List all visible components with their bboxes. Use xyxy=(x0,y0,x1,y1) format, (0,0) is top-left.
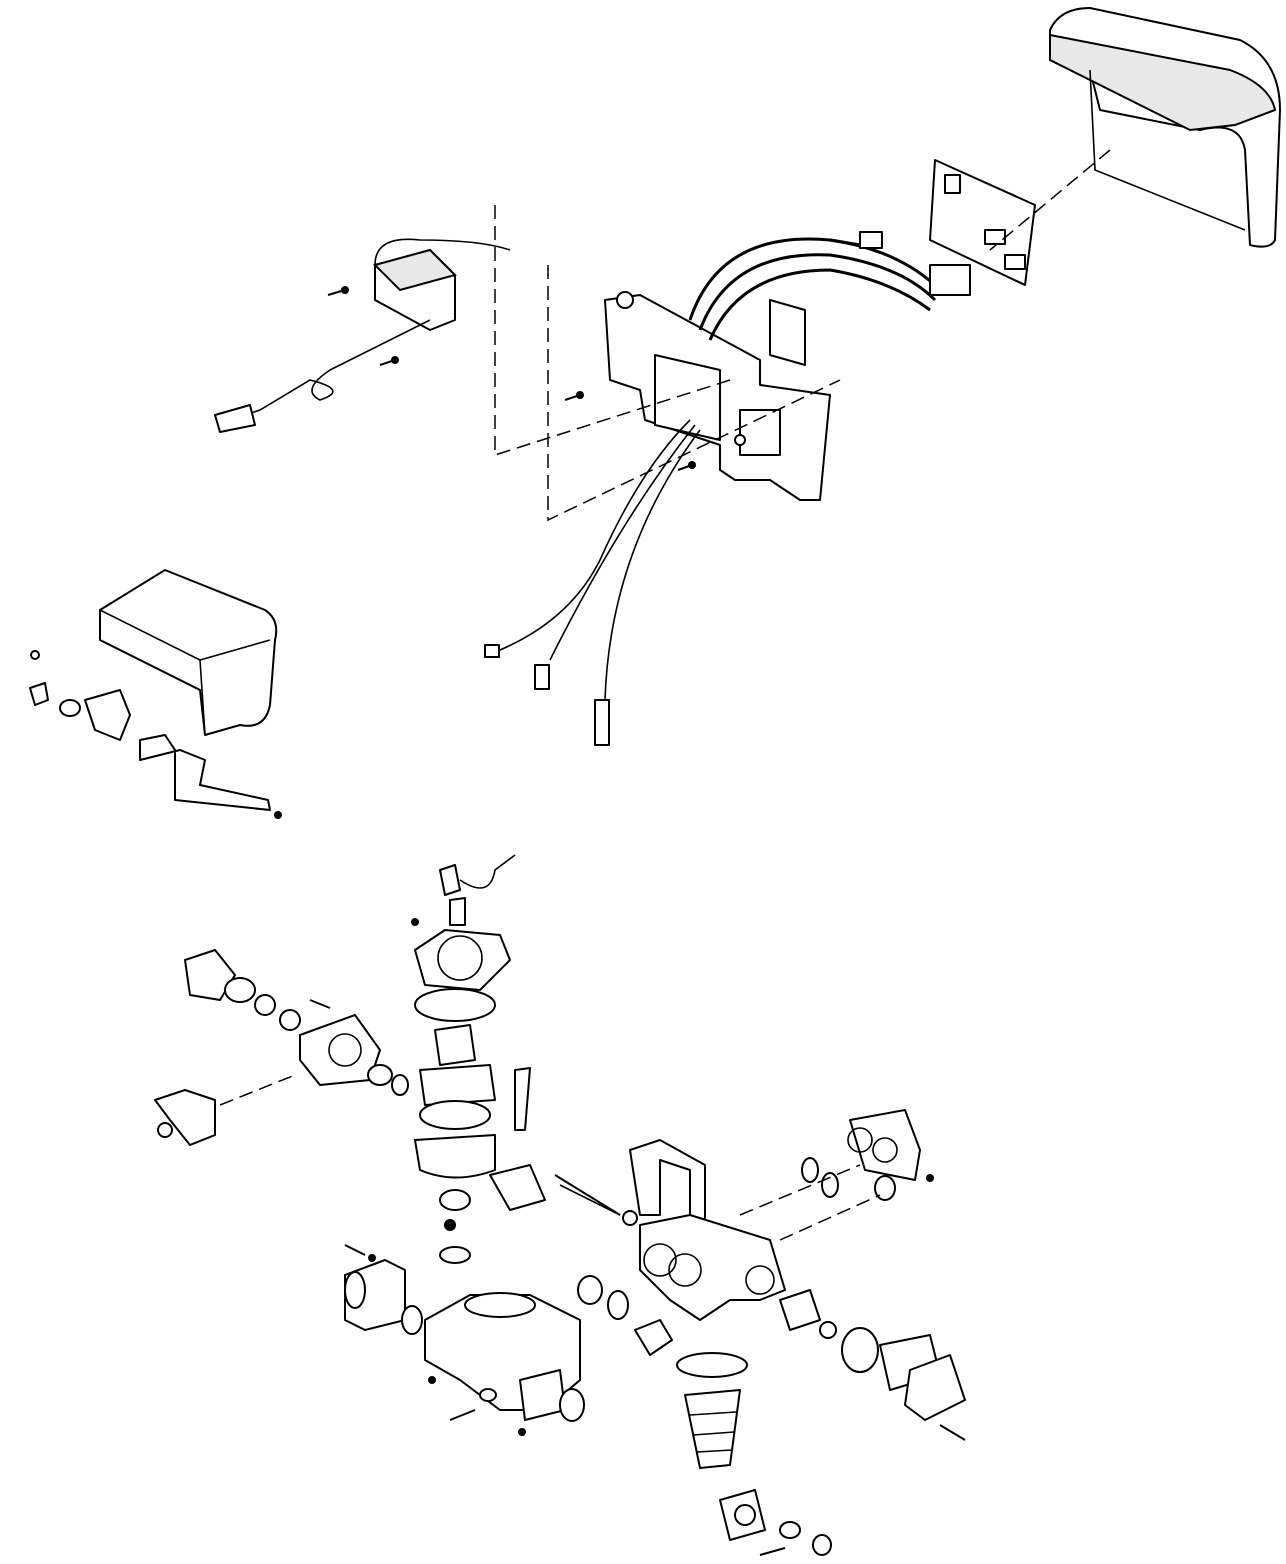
assembly-guide-line xyxy=(779,1194,881,1241)
terminal-block xyxy=(769,299,806,366)
brine-valve xyxy=(29,650,131,741)
bypass-valve xyxy=(154,949,409,1146)
motor-cover xyxy=(99,569,278,736)
wire-harness xyxy=(484,231,971,746)
screw xyxy=(327,286,349,296)
assembly-guide-line xyxy=(989,149,1111,251)
front-cover xyxy=(1049,7,1281,248)
drive-motor xyxy=(414,854,516,1022)
control-bracket xyxy=(604,291,831,501)
assembly-plane xyxy=(547,265,841,522)
screw xyxy=(344,1244,376,1262)
screw xyxy=(564,391,584,401)
assembly-guide-line xyxy=(219,1074,296,1106)
screw xyxy=(309,918,419,1009)
connector xyxy=(929,264,971,296)
circuit-board xyxy=(929,159,1036,286)
valve-body xyxy=(344,1259,629,1422)
piston-assembly xyxy=(414,1024,546,1264)
solenoid-valve xyxy=(779,1109,966,1441)
screw xyxy=(428,1376,476,1421)
screw xyxy=(677,461,696,471)
screw xyxy=(379,356,399,366)
screw xyxy=(518,1174,621,1436)
power-cord xyxy=(214,319,431,433)
distributor-screen xyxy=(684,1389,832,1556)
connector xyxy=(859,231,883,249)
assembly-guide-line xyxy=(739,1164,861,1216)
drain-fitting xyxy=(634,1319,748,1378)
transformer xyxy=(373,238,511,331)
mounting-bracket xyxy=(139,734,282,819)
